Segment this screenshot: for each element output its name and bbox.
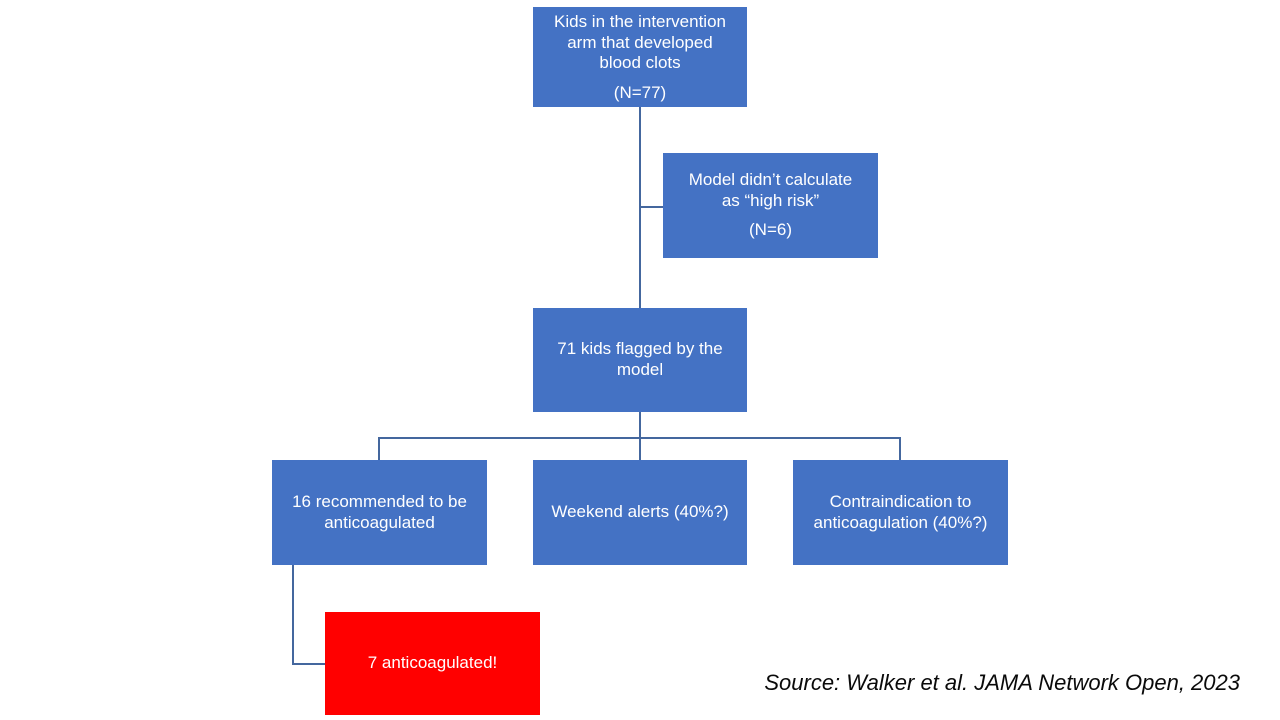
box-intervention-kids: Kids in the intervention arm that develo… (533, 7, 747, 107)
connector-drop-left (378, 438, 380, 460)
connector-flagged-down (639, 412, 641, 438)
box-weekend-text: Weekend alerts (40%?) (551, 502, 729, 522)
box-contraindication: Contraindication to anticoagulation (40%… (793, 460, 1008, 565)
box-contraindication-text: Contraindication to anticoagulation (40%… (813, 491, 988, 532)
box-anticoagulated-text: 7 anticoagulated! (367, 653, 498, 673)
source-citation: Source: Walker et al. JAMA Network Open,… (764, 670, 1240, 695)
box-model-missed: Model didn’t calculate as “high risk” (N… (663, 153, 878, 258)
box-intervention-text: Kids in the intervention arm that develo… (554, 12, 726, 73)
box-weekend-alerts: Weekend alerts (40%?) (533, 460, 747, 565)
box-model-missed-text: Model didn’t calculate as “high risk” (688, 169, 853, 210)
box-recommended-text: 16 recommended to be anticoagulated (292, 491, 467, 532)
connector-drop-mid (639, 438, 641, 460)
connector-drop-right (899, 438, 901, 460)
connector-recommended-down (292, 565, 294, 665)
box-recommended-anticoagulation: 16 recommended to be anticoagulated (272, 460, 487, 565)
box-intervention-count: (N=77) (613, 83, 667, 103)
connector-to-anticoagulated (292, 663, 325, 665)
box-anticoagulated-result: 7 anticoagulated! (325, 612, 540, 715)
box-flagged-text: 71 kids flagged by the model (557, 339, 723, 379)
box-model-missed-count: (N=6) (749, 220, 792, 240)
box-flagged-by-model: 71 kids flagged by the model (533, 308, 747, 412)
connector-branch-excluded (640, 206, 663, 208)
